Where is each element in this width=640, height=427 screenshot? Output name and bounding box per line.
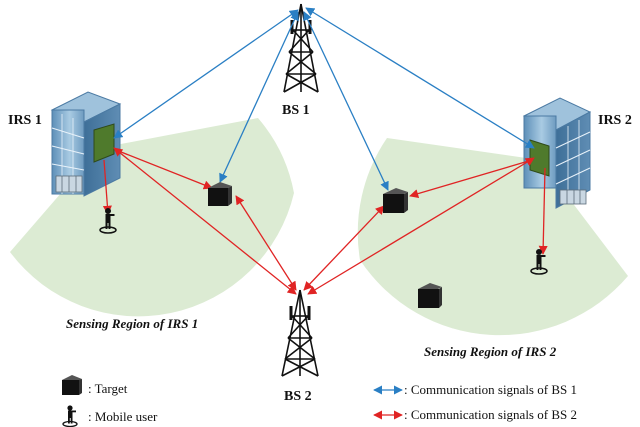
mobile-user-2 — [530, 249, 548, 275]
irs2-label: IRS 2 — [598, 113, 632, 128]
target-cube-2 — [383, 188, 408, 213]
legend-user-icon — [62, 405, 78, 427]
bs1-label: BS 1 — [282, 103, 310, 118]
legend-target-icon — [62, 375, 82, 395]
legend-bs2-label: : Communication signals of BS 2 — [404, 407, 577, 422]
legend-user-label: : Mobile user — [88, 409, 158, 424]
legend-target-label: : Target — [88, 381, 128, 396]
target-cube-3 — [418, 283, 442, 308]
legend: : Target : Mobile user : Communication s… — [62, 375, 577, 427]
sensing-region-irs1-label: Sensing Region of IRS 1 — [66, 316, 198, 331]
bs1-tower — [283, 3, 319, 93]
bs2-label: BS 2 — [284, 389, 312, 404]
target-cube-1 — [208, 182, 232, 206]
mobile-user-1 — [99, 208, 117, 234]
irs1-label: IRS 1 — [8, 113, 42, 128]
sensing-region-irs2-label: Sensing Region of IRS 2 — [424, 344, 557, 359]
bs2-tower — [281, 289, 319, 377]
legend-bs1-label: : Communication signals of BS 1 — [404, 382, 577, 397]
bs2-signals — [102, 147, 548, 295]
